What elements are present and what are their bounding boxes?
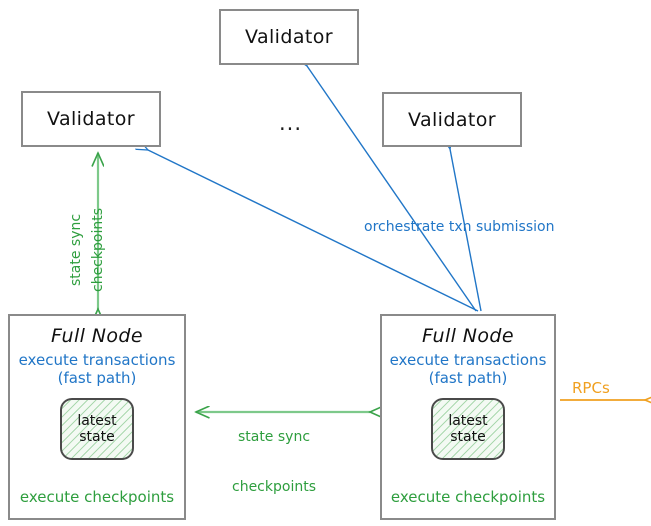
- fullnode-right-blue-text: execute transactions (fast path): [389, 351, 547, 387]
- validator-top-label: Validator: [245, 26, 333, 48]
- fullnode-right-blue-line-2: (fast path): [428, 368, 508, 387]
- state-sync-vertical-label-line-2: checkpoints: [90, 208, 106, 292]
- state-sync-horizontal-label: state sync checkpoints: [232, 395, 316, 526]
- fullnode-left-blue-line-2: (fast path): [57, 368, 137, 387]
- state-sync-horizontal-line-1: state sync: [237, 428, 311, 445]
- edge-fullnode-to-validator-left: [148, 150, 479, 312]
- fullnode-right-latest-state-box[interactable]: latest state: [431, 398, 505, 461]
- validator-right-label: Validator: [408, 108, 496, 131]
- orchestrate-txn-submission-label: orchestrate txn submission: [364, 219, 555, 235]
- state-sync-horizontal-line-2: checkpoints: [232, 478, 316, 495]
- edge-fullnode-to-validator-top: [307, 66, 477, 312]
- fullnode-left-blue-text: execute transactions (fast path): [18, 351, 176, 387]
- fullnode-left-state-line-2: state: [79, 429, 115, 446]
- fullnode-right-state-line-1: latest: [448, 413, 488, 430]
- validator-top-box[interactable]: Validator: [219, 9, 359, 65]
- fullnode-left-title: Full Node: [51, 325, 143, 347]
- validator-left-label: Validator: [47, 108, 135, 130]
- fullnode-left-latest-state-box[interactable]: latest state: [60, 398, 134, 461]
- validator-left-box[interactable]: Validator: [21, 91, 161, 147]
- validator-right-box[interactable]: Validator: [382, 92, 522, 147]
- fullnode-left-state-line-1: latest: [77, 413, 117, 430]
- edge-fullnode-to-validator-right: [450, 149, 482, 312]
- fullnode-right-state-line-2: state: [450, 429, 486, 446]
- fullnode-left-blue-line-1: execute transactions: [18, 351, 176, 369]
- fullnode-right-title: Full Node: [422, 325, 514, 347]
- fullnode-right-green-text: execute checkpoints: [390, 488, 546, 506]
- fullnode-left-green-text: execute checkpoints: [19, 488, 175, 506]
- fullnode-right-box[interactable]: Full Node execute transactions (fast pat…: [380, 314, 556, 520]
- rpcs-label: RPCs: [572, 379, 610, 397]
- state-sync-vertical-label-line-1: state sync: [68, 213, 84, 286]
- validators-ellipsis: ...: [279, 111, 303, 135]
- fullnode-right-blue-line-1: execute transactions: [389, 351, 547, 369]
- fullnode-left-box[interactable]: Full Node execute transactions (fast pat…: [8, 314, 186, 520]
